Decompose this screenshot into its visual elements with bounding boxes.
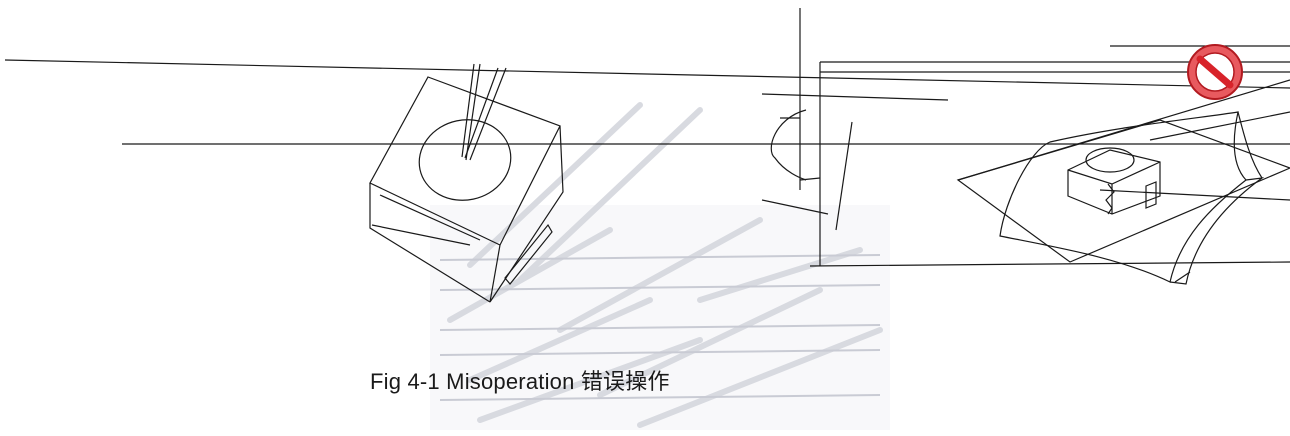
watermark-background <box>430 102 890 430</box>
led-tweezers-drawing <box>369 63 564 303</box>
figure-caption: Fig 4-1 Misoperation 错误操作 <box>370 369 670 394</box>
led-on-board-drawing <box>956 79 1290 285</box>
no-entry-icon <box>1187 44 1243 100</box>
side-view-drawing <box>761 93 949 231</box>
